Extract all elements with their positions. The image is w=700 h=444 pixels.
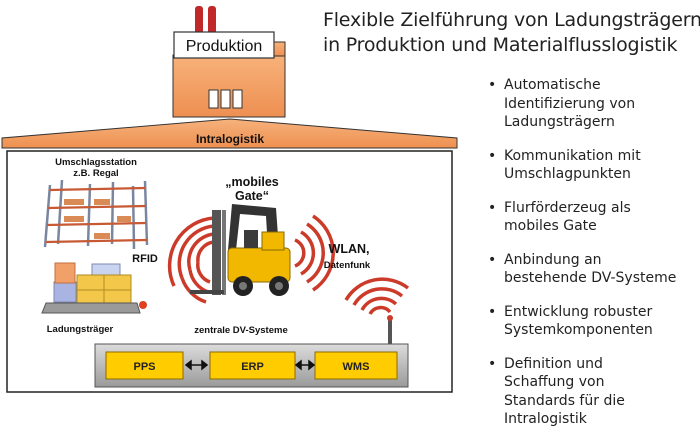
roof-banner: Intralogistik xyxy=(1,118,458,149)
factory-label: Produktion xyxy=(186,38,263,55)
system-box-pps: PPS xyxy=(105,351,184,380)
wlan-label-1: WLAN, xyxy=(329,242,370,256)
roof-label: Intralogistik xyxy=(196,132,264,146)
list-item: Automatische Identifizierung von Ladungs… xyxy=(488,76,676,132)
crate-blue xyxy=(53,281,77,303)
rack: Umschlagsstation z.B. Regal xyxy=(43,157,149,250)
list-item: Definition und Schaffung von Standards f… xyxy=(488,355,676,429)
factory: Produktion xyxy=(172,6,286,118)
list-item: Flurförderzeug als mobiles Gate xyxy=(488,199,676,236)
slide-title: Flexible Zielführung von Ladungsträgern … xyxy=(323,8,700,58)
forklift-body xyxy=(227,247,291,283)
wlan-waves-forklift xyxy=(294,214,335,292)
title-line-1: Flexible Zielführung von Ladungsträgern xyxy=(323,9,700,31)
systems-bar: PPS ERP WMS xyxy=(94,343,409,388)
system-label-erp: ERP xyxy=(241,361,264,373)
wlan-label-2: Datenfunk xyxy=(324,260,371,271)
list-item: Kommunikation mit Umschlagpunkten xyxy=(488,147,676,184)
forklift xyxy=(190,204,291,296)
chimney-left xyxy=(195,6,203,34)
forklift-forks xyxy=(190,290,224,294)
double-arrow-icon xyxy=(184,359,209,371)
list-item: Entwicklung robuster Systemkomponenten xyxy=(488,303,676,340)
rfid-label: RFID xyxy=(132,253,158,265)
gate-label-2: Gate“ xyxy=(235,189,269,203)
roof-shape xyxy=(1,118,458,149)
chimney-right xyxy=(208,6,216,34)
antenna xyxy=(388,318,392,344)
load-carrier: Ladungsträger xyxy=(41,262,147,335)
factory-side xyxy=(273,41,286,57)
systems-label: zentrale DV-Systeme xyxy=(194,325,287,336)
double-arrow-icon xyxy=(294,359,316,371)
station-label-2: z.B. Regal xyxy=(73,168,118,179)
gate-label-1: „mobiles xyxy=(225,175,279,189)
title-line-2: in Produktion und Materialflusslogistik xyxy=(323,34,678,56)
system-label-pps: PPS xyxy=(133,361,155,373)
carrier-label: Ladungsträger xyxy=(47,324,114,335)
crate-orange xyxy=(54,262,76,284)
crate-lightblue xyxy=(91,263,121,277)
list-item: Anbindung an bestehende DV-Systeme xyxy=(488,251,676,288)
rfid-tag xyxy=(139,301,147,309)
system-box-wms: WMS xyxy=(314,351,398,380)
forklift-cage xyxy=(228,204,279,250)
wlan-waves-antenna xyxy=(344,277,410,315)
system-box-erp: ERP xyxy=(209,351,296,380)
pallet xyxy=(41,302,141,314)
station-label-1: Umschlagsstation xyxy=(55,157,137,168)
forklift-mast xyxy=(212,210,221,295)
system-label-wms: WMS xyxy=(343,361,370,373)
factory-windows xyxy=(208,89,243,109)
feature-list: Automatische Identifizierung von Ladungs… xyxy=(488,76,676,444)
